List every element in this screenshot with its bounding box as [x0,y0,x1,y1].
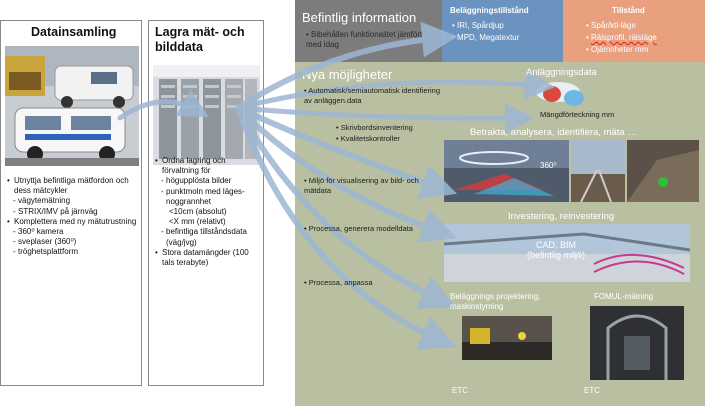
betrakta-photo-right [627,140,699,202]
belaggning-band [442,0,563,62]
belaggning-title: Beläggningstillstånd [450,6,529,15]
nya-sub-bullet: • Kvalitetskontroller [336,134,400,143]
tillstand-title: Tillstånd [612,6,645,15]
fomul-photo [590,306,684,380]
belaggning-item-text: IRI, Spårdjup [457,21,504,30]
nya-sub-bullet-text: Kvalitetskontroller [340,134,400,143]
bullet-item: vägytemätning [7,196,137,206]
tillstand-item: • Spår/ktl-läge [586,21,636,30]
betrakta-title: Betrakta, analysera, identifiera, mäta … [470,127,637,138]
befintlig-bullet-text: Bibehållen funktionalitet jämfört med id… [306,30,423,49]
anlaggningsdata-title: Anläggningsdata [526,67,597,78]
investering-title: Investering, reinvestering [508,211,615,222]
lagra-title-line2: bilddata [155,40,203,54]
tillstand-item-text: Rälsprofil, rälsläge [591,33,657,42]
betrakta-photo-mid [571,140,625,202]
measurement-vehicles-photo [5,46,139,166]
bullet-item: <10cm (absolut) [169,207,227,217]
bullet-item: Utnyttja befintliga mätfordon och dess m… [7,176,137,196]
nya-bullet-4: • Processa, anpassa [304,278,373,287]
tillstand-items: • Spår/ktl-läge • Rälsprofil, rälsläge •… [586,20,657,56]
anlaggningsdata-subtitle: Mängdförteckning mm [540,110,615,119]
nya-sub-bullet-text: Skrivbordsinventering [340,123,413,132]
bullet-item: befintliga tillståndsdata (väg/jvg) [155,227,261,247]
nya-bullet-2: • Miljö för visualisering av bild- och m… [304,176,419,195]
betrakta-photo-left: 360⁰ [444,140,569,202]
datainsamling-bullets: Utnyttja befintliga mätfordon och dess m… [7,176,137,258]
cad-bim-photo [444,224,690,282]
nya-bullet-text: Miljö för visualisering av bild- och mät… [304,176,419,195]
fomul-title: FOMUL-mätning [594,292,654,301]
lagra-title-line1: Lagra mät- och [155,25,245,39]
datainsamling-box: Datainsamling Utnyttja befintliga mätfor… [0,20,142,386]
nya-bullet-3: • Processa, generera modelldata [304,224,413,233]
bullet-item: Stora datamängder (100 tals terabyte) [155,248,261,268]
nya-sub-bullets: • Skrivbordsinventering • Kvalitetskontr… [336,122,413,144]
bullet-item: tröghetsplattform [7,247,137,257]
nya-bullet-text: Processa, anpassa [308,278,373,287]
bullet-item: <X mm (relativt) [169,217,226,227]
belprojekt-photo [462,316,552,360]
bullet-item: 360⁰ kamera [7,227,137,237]
lagra-title: Lagra mät- och bilddata [155,25,245,55]
datainsamling-title: Datainsamling [31,25,117,39]
befintlig-title: Befintlig information [302,10,417,25]
nya-sub-bullet: • Skrivbordsinventering [336,123,413,132]
nya-bullet-1: • Automatisk/semiautomatisk identifierin… [304,86,441,105]
cad-bim-label: CAD, BIM (befintlig miljö) [516,240,596,260]
tillstand-item-text: Ojämnheter mm [591,45,649,54]
belaggning-item-text: MPD, Megatextur [457,33,520,42]
tillstand-band [563,0,705,62]
tillstand-item-text: Spår/ktl-läge [591,21,636,30]
bullet-item: punktmoln med läges-noggrannhet [155,187,261,207]
nya-bullet-text: Processa, generera modelldata [308,224,413,233]
bullet-item: STRIX/IMV på järnväg [7,207,137,217]
nya-bullet-text: Automatisk/semiautomatisk identifiering … [304,86,441,105]
etc-label-left: ETC [452,386,468,395]
cad-bim-line1: CAD, BIM [535,240,576,250]
tillstand-item: • Rälsprofil, rälsläge [586,33,657,42]
bullet-dot: • [306,30,312,39]
etc-label-right: ETC [584,386,600,395]
cad-bim-line2: (befintlig miljö) [526,250,586,260]
befintlig-bullet: • Bibehållen funktionalitet jämfört med … [306,30,426,50]
bullet-item: högupplösta bilder [155,176,261,186]
belprojekt-title: Beläggnings projektering, maskinstyrning [450,292,541,311]
lagra-bullets: Ordna lagring och förvaltning för högupp… [155,156,261,268]
betrakta-360-tag: 360⁰ [540,161,557,170]
bullet-item: sveplaser (360⁰) [7,237,137,247]
bullet-item: Komplettera med ny mätutrustning [7,217,137,227]
bullet-item: Ordna lagring och förvaltning för [155,156,261,176]
nya-title: Nya möjligheter [302,67,393,82]
tillstand-item: • Ojämnheter mm [586,45,649,54]
